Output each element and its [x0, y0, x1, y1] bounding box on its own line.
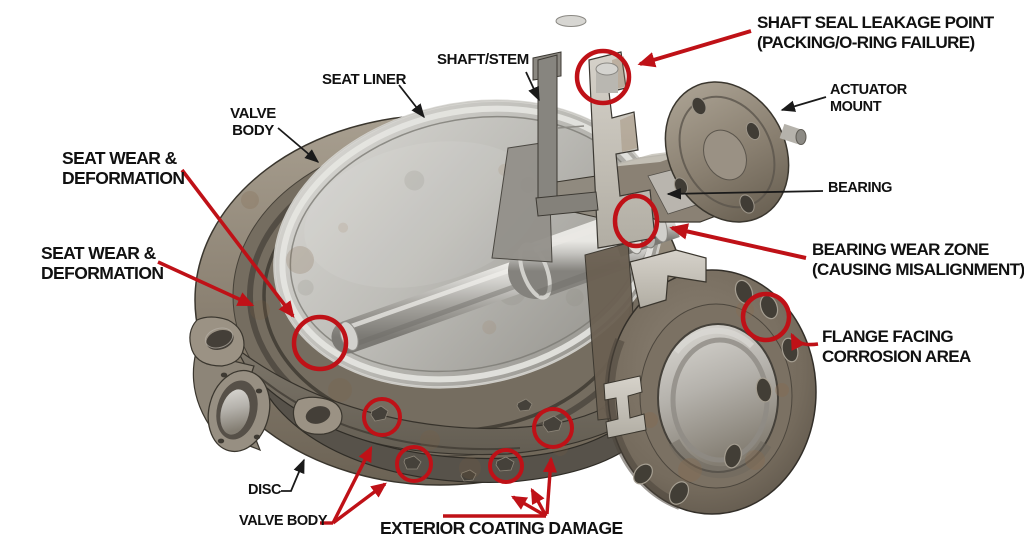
- leader-bearing-wear: [669, 223, 807, 260]
- leader-flange-corrosion: [790, 332, 819, 351]
- leader-bearing: [666, 187, 824, 200]
- label-line: BEARING: [828, 180, 893, 196]
- label-valve-body-bottom: VALVE BODY: [239, 513, 328, 530]
- label-seat-wear-upper: SEAT WEAR & DEFORMATION: [62, 148, 185, 188]
- label-actuator-mount: ACTUATOR MOUNT: [830, 82, 907, 115]
- label-exterior-coating-damage: EXTERIOR COATING DAMAGE: [380, 518, 623, 538]
- leader-actuator-mount: [780, 96, 827, 112]
- leader-shaft-stem: [525, 71, 540, 102]
- leader-exterior-b: [530, 487, 548, 517]
- leader-seat-wear-lower: [157, 260, 255, 307]
- coating-damage-chips: [370, 398, 563, 482]
- annotations: [157, 29, 827, 525]
- leader-seat-wear-upper: [180, 168, 295, 318]
- label-line: BODY: [232, 121, 274, 139]
- flange-cut-section-top: [629, 249, 707, 309]
- label-line: SHAFT SEAL LEAKAGE POINT: [757, 13, 994, 32]
- label-seat-liner: SEAT LINER: [322, 71, 407, 89]
- label-line: (CAUSING MISALIGNMENT): [812, 260, 1024, 279]
- leader-seat-liner: [398, 84, 425, 119]
- leader-exterior-c: [543, 456, 558, 515]
- leader-shaft-seal: [637, 29, 752, 68]
- label-line: SHAFT/STEM: [437, 51, 529, 68]
- leader-valve-body-top: [277, 127, 320, 163]
- label-line: DEFORMATION: [41, 263, 164, 283]
- label-line: VALVE: [230, 105, 276, 122]
- leader-exterior-a: [510, 495, 547, 518]
- label-line: VALVE BODY: [239, 513, 328, 529]
- label-shaft-seal-leakage: SHAFT SEAL LEAKAGE POINT (PACKING/O-RING…: [757, 13, 994, 53]
- leader-valve-body-b: [331, 482, 387, 525]
- rust-mottles: [241, 191, 568, 479]
- label-line: BEARING WEAR ZONE: [812, 240, 989, 259]
- label-line: DEFORMATION: [62, 168, 185, 188]
- label-seat-wear-lower: SEAT WEAR & DEFORMATION: [41, 243, 164, 283]
- label-bearing: BEARING: [828, 180, 892, 197]
- label-line: ACTUATOR: [830, 82, 907, 98]
- label-line: (PACKING/O-RING FAILURE): [757, 33, 975, 52]
- leader-valve-body-a: [331, 445, 373, 524]
- label-line: FLANGE FACING: [822, 327, 954, 346]
- actuator-mount: [664, 81, 807, 223]
- circle-flange-corrosion: [740, 291, 792, 343]
- flange-cut-section-lower: [603, 375, 647, 439]
- label-line: MOUNT: [830, 98, 882, 115]
- circle-shaft-seal: [574, 48, 632, 106]
- circle-bearing-wear: [612, 193, 660, 249]
- circle-coating-1: [362, 397, 402, 437]
- label-disc: DISC: [248, 482, 281, 499]
- pipe-flange: [584, 242, 817, 515]
- label-line: SEAT LINER: [322, 71, 407, 88]
- circle-seat-wear: [291, 314, 349, 372]
- label-line: SEAT WEAR &: [62, 148, 177, 168]
- circle-coating-4: [532, 407, 574, 449]
- label-bearing-wear-zone: BEARING WEAR ZONE (CAUSING MISALIGNMENT): [812, 240, 1024, 280]
- circle-coating-3: [488, 448, 524, 484]
- circle-coating-2: [395, 445, 433, 483]
- label-line: CORROSION AREA: [822, 347, 971, 366]
- label-flange-corrosion: FLANGE FACING CORROSION AREA: [822, 327, 971, 367]
- label-shaft-stem: SHAFT/STEM: [437, 51, 529, 69]
- leader-disc: [281, 458, 305, 492]
- mounting-lugs: [189, 316, 343, 435]
- label-valve-body-top: VALVE BODY: [228, 105, 278, 139]
- pipe-stub: [192, 351, 271, 453]
- label-line: EXTERIOR COATING DAMAGE: [380, 518, 623, 538]
- label-line: SEAT WEAR &: [41, 243, 156, 263]
- label-line: DISC: [248, 482, 282, 498]
